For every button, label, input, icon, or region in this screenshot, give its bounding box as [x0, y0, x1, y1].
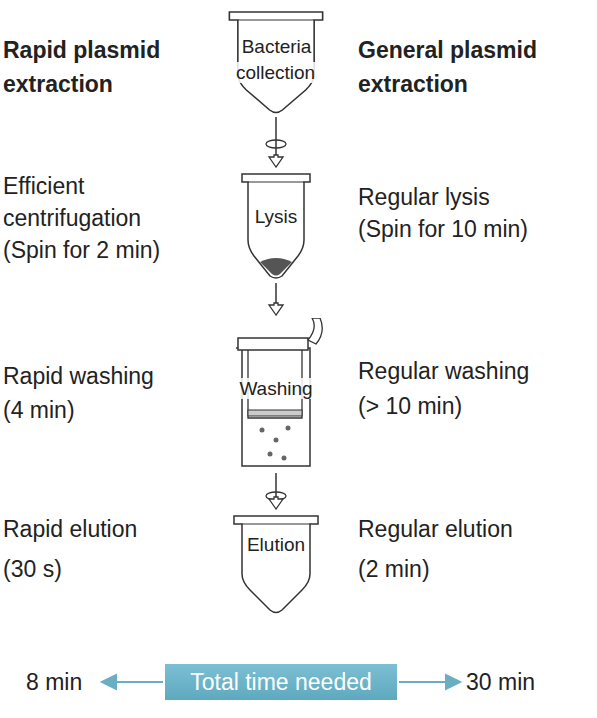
node-text: Bacteria collection — [236, 36, 316, 83]
step-label: (2 min) — [358, 553, 594, 585]
step-label: (4 min) — [3, 394, 203, 426]
step-label: (30 s) — [3, 553, 203, 585]
tube-node: Bacteria collection — [223, 8, 329, 114]
node-text-wrap: Lysis — [236, 170, 316, 230]
node-text-wrap: Washing — [226, 318, 326, 402]
step-label: (Spin for 2 min) — [3, 234, 203, 266]
step-label: Regular lysis — [358, 181, 588, 213]
time-band: Total time needed — [165, 664, 397, 700]
node-text: Lysis — [254, 206, 299, 227]
step-label: 30 min — [466, 666, 576, 698]
step-label: 8 min — [26, 666, 106, 698]
node-text-wrap: Total time needed — [189, 668, 373, 696]
step-label: Rapid washing — [3, 360, 203, 392]
step-label: Efficient centrifugation — [3, 170, 183, 234]
node-text-wrap: Bacteria collection — [223, 8, 329, 86]
flow-arrow — [269, 117, 283, 167]
step-label: (Spin for 10 min) — [358, 213, 594, 245]
flow-arrow — [269, 473, 283, 509]
step-label: Regular elution — [358, 513, 594, 545]
step-label: Rapid elution — [3, 513, 203, 545]
node-text: Elution — [246, 534, 306, 555]
tube-outline — [223, 8, 329, 114]
node-text: Washing — [238, 378, 313, 399]
column-node: Washing — [226, 318, 326, 470]
tube-outline — [228, 512, 324, 616]
step-label: Regular washing — [358, 355, 594, 387]
column-heading: Rapid plasmid extraction — [3, 33, 203, 101]
step-label: (> 10 min) — [358, 390, 594, 422]
node-text-wrap: Elution — [228, 512, 324, 558]
column-heading: General plasmid extraction — [358, 33, 594, 101]
flow-arrow — [269, 283, 283, 315]
tube-node: Lysis — [236, 170, 316, 280]
tube-node: Elution — [228, 512, 324, 616]
node-text: Total time needed — [189, 669, 373, 695]
